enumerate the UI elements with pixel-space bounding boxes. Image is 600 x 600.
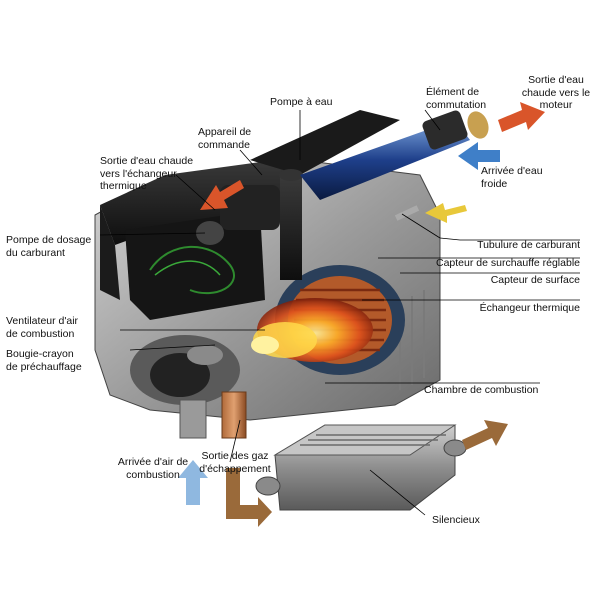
hot-water-out-arrow xyxy=(498,102,545,132)
label-arrivee-eau-froide: Arrivée d'eau froide xyxy=(481,165,543,190)
hot-water-exchanger-arrow xyxy=(200,180,244,210)
air-in-arrow xyxy=(178,460,208,505)
label-pompe-dosage: Pompe de dosage du carburant xyxy=(6,234,92,259)
water-pipes xyxy=(196,110,489,280)
leader-lines xyxy=(99,109,580,516)
label-echangeur-thermique: Échangeur thermique xyxy=(479,302,580,314)
label-sortie-eau-moteur: Sortie d'eau chaude vers le moteur xyxy=(521,74,591,111)
cold-water-in-arrow xyxy=(458,142,500,170)
flow-arrows xyxy=(178,102,545,527)
label-appareil-commande: Appareil de commande xyxy=(198,126,252,151)
label-chambre-combustion: Chambre de combustion xyxy=(424,384,539,396)
exhaust-arrow xyxy=(226,468,272,527)
label-arrivee-air: Arrivée d'air de combustion xyxy=(117,456,189,481)
label-bougie: Bougie-crayon de préchauffage xyxy=(6,348,82,373)
label-sortie-eau-echangeur: Sortie d'eau chaude vers l'échangeur the… xyxy=(100,155,194,192)
label-element-commutation: Élément de commutation xyxy=(426,86,487,111)
label-capteur-surface: Capteur de surface xyxy=(490,274,580,286)
label-sortie-gaz: Sortie des gaz d'échappement xyxy=(199,450,271,475)
muffler-out-arrow xyxy=(462,420,508,450)
fuel-arrow xyxy=(425,203,467,223)
combustion-chamber xyxy=(251,265,405,375)
silencer-shape xyxy=(255,424,467,511)
heater-body xyxy=(94,158,441,439)
label-pompe-eau: Pompe à eau xyxy=(270,96,333,108)
label-silencieux: Silencieux xyxy=(432,514,480,526)
label-capteur-surchauffe: Capteur de surchauffe réglable xyxy=(436,257,580,269)
label-ventilateur: Ventilateur d'air de combustion xyxy=(6,315,79,340)
label-tubulure-carburant: Tubulure de carburant xyxy=(477,239,580,251)
